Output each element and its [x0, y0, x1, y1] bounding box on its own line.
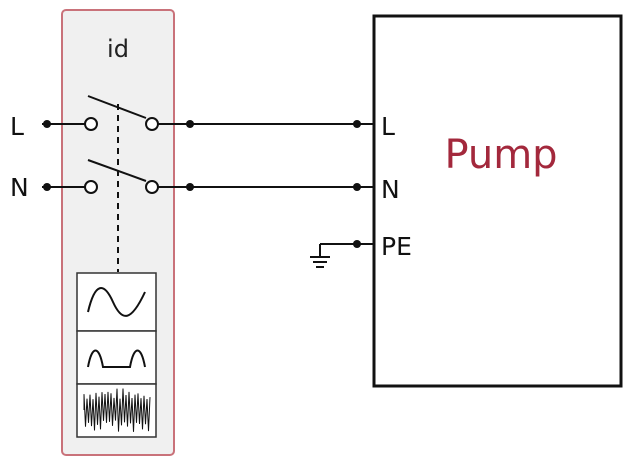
node-l-mid	[186, 120, 194, 128]
contact-n-right	[145, 180, 159, 194]
node-pe	[353, 240, 361, 248]
line-n-label: N	[10, 173, 29, 202]
pump-terminal-pe: PE	[381, 232, 412, 261]
sine-wave-box	[76, 272, 157, 332]
rectified-wave-icon	[87, 349, 146, 368]
sine-wave-icon	[87, 287, 146, 317]
device-label: id	[107, 35, 129, 63]
node-l-pump	[353, 120, 361, 128]
contact-l-left	[84, 117, 98, 131]
noise-wave-icon	[83, 388, 151, 432]
node-n-mid	[186, 183, 194, 191]
waveform-panel	[76, 272, 157, 438]
contact-n-left	[84, 180, 98, 194]
node-n-in	[43, 183, 51, 191]
pump-title: Pump	[444, 132, 557, 178]
line-l-label: L	[10, 112, 24, 141]
ground-icon	[310, 244, 330, 268]
pump-box	[372, 14, 623, 388]
node-l-in	[43, 120, 51, 128]
pump-terminal-n: N	[381, 175, 400, 204]
pump-terminal-l: L	[381, 112, 395, 141]
node-n-pump	[353, 183, 361, 191]
rectified-wave-box	[76, 330, 157, 385]
contact-l-right	[145, 117, 159, 131]
